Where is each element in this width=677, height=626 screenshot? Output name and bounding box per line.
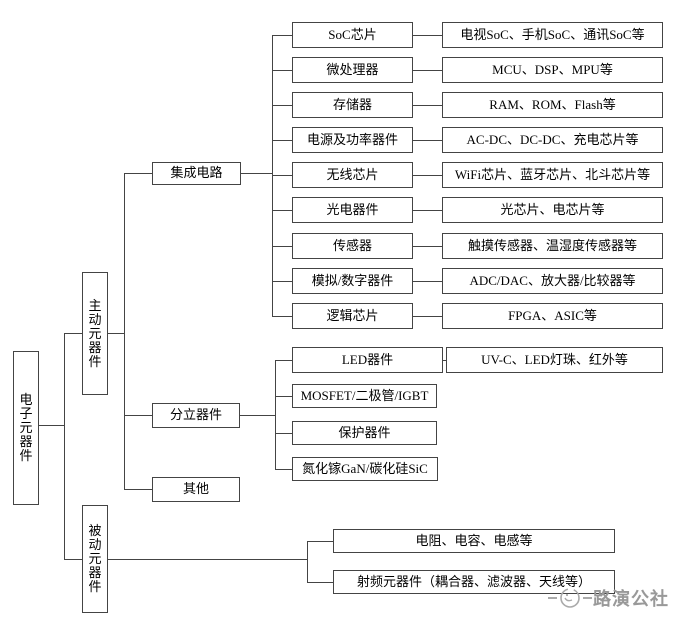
node-mosfet-diode-igbt: MOSFET/二极管/IGBT	[292, 384, 437, 408]
node-discrete-devices: 分立器件	[152, 403, 240, 428]
connector-line	[275, 469, 292, 470]
watermark: 路演公社	[548, 585, 669, 611]
connector-line	[240, 173, 272, 174]
connector-line	[275, 360, 276, 470]
connector-line	[272, 140, 292, 141]
node-resistor-capacitor-inductor: 电阻、电容、电感等	[333, 529, 615, 553]
connector-line	[272, 281, 292, 282]
connector-line	[272, 35, 273, 317]
node-gan-sic: 氮化镓GaN/碳化硅SiC	[292, 457, 438, 481]
connector-line	[124, 173, 152, 174]
connector-line	[275, 360, 292, 361]
node-rf-components: 射频元器件（耦合器、滤波器、天线等）	[333, 570, 615, 594]
connector-line	[307, 541, 308, 583]
connector-line	[412, 246, 442, 247]
connector-line	[107, 559, 307, 560]
node-wireless-chip: 无线芯片	[292, 162, 413, 188]
connector-line	[307, 582, 333, 583]
node-protection-devices: 保护器件	[292, 421, 437, 445]
node-analog-digital: 模拟/数字器件	[292, 268, 413, 294]
connector-line	[412, 70, 442, 71]
connector-line	[275, 433, 292, 434]
node-label: 主动元器件	[88, 297, 102, 369]
node-logic-chip: 逻辑芯片	[292, 303, 413, 329]
node-integrated-circuits: 集成电路	[152, 162, 241, 185]
connector-line	[412, 140, 442, 141]
watermark-logo-icon	[558, 586, 582, 610]
connector-line	[412, 175, 442, 176]
node-active-components: 主动元器件	[82, 272, 108, 395]
node-sensor: 传感器	[292, 233, 413, 259]
node-memory: 存储器	[292, 92, 413, 118]
detail-analog-digital: ADC/DAC、放大器/比较器等	[442, 268, 663, 294]
connector-line	[39, 425, 64, 426]
connector-line	[107, 333, 124, 334]
connector-line	[442, 360, 446, 361]
connector-line	[412, 316, 442, 317]
connector-line	[240, 415, 275, 416]
connector-line	[272, 246, 292, 247]
connector-line	[124, 415, 152, 416]
connector-line	[64, 333, 83, 334]
node-optoelectronic: 光电器件	[292, 197, 413, 223]
connector-line	[412, 281, 442, 282]
detail-power-devices: AC-DC、DC-DC、充电芯片等	[442, 127, 663, 153]
connector-line	[275, 396, 292, 397]
connector-line	[412, 210, 442, 211]
connector-line	[412, 105, 442, 106]
node-passive-components: 被动元器件	[82, 505, 108, 613]
detail-memory: RAM、ROM、Flash等	[442, 92, 663, 118]
node-label: 被动元器件	[88, 523, 102, 594]
detail-led-devices: UV-C、LED灯珠、红外等	[446, 347, 663, 373]
node-power-devices: 电源及功率器件	[292, 127, 413, 153]
node-microprocessor: 微处理器	[292, 57, 413, 83]
connector-line	[124, 489, 152, 490]
detail-logic-chip: FPGA、ASIC等	[442, 303, 663, 329]
connector-line	[272, 70, 292, 71]
connector-line	[412, 35, 442, 36]
watermark-dash	[548, 597, 557, 599]
connector-line	[272, 35, 292, 36]
node-root-electronic-components: 电子元器件	[13, 351, 39, 505]
node-label: 电子元器件	[19, 392, 33, 463]
detail-wireless-chip: WiFi芯片、蓝牙芯片、北斗芯片等	[442, 162, 663, 188]
connector-line	[124, 173, 125, 490]
detail-optoelectronic: 光芯片、电芯片等	[442, 197, 663, 223]
detail-sensor: 触摸传感器、温湿度传感器等	[442, 233, 663, 259]
connector-line	[64, 559, 83, 560]
connector-line	[272, 210, 292, 211]
connector-line	[272, 105, 292, 106]
connector-line	[272, 316, 292, 317]
detail-soc-chip: 电视SoC、手机SoC、通讯SoC等	[442, 22, 663, 48]
node-led-devices: LED器件	[292, 347, 443, 373]
watermark-dash	[583, 597, 592, 599]
detail-microprocessor: MCU、DSP、MPU等	[442, 57, 663, 83]
connector-line	[272, 175, 292, 176]
connector-line	[64, 333, 65, 560]
connector-line	[307, 541, 333, 542]
node-soc-chip: SoC芯片	[292, 22, 413, 48]
watermark-text: 路演公社	[593, 589, 669, 609]
node-others: 其他	[152, 477, 240, 502]
